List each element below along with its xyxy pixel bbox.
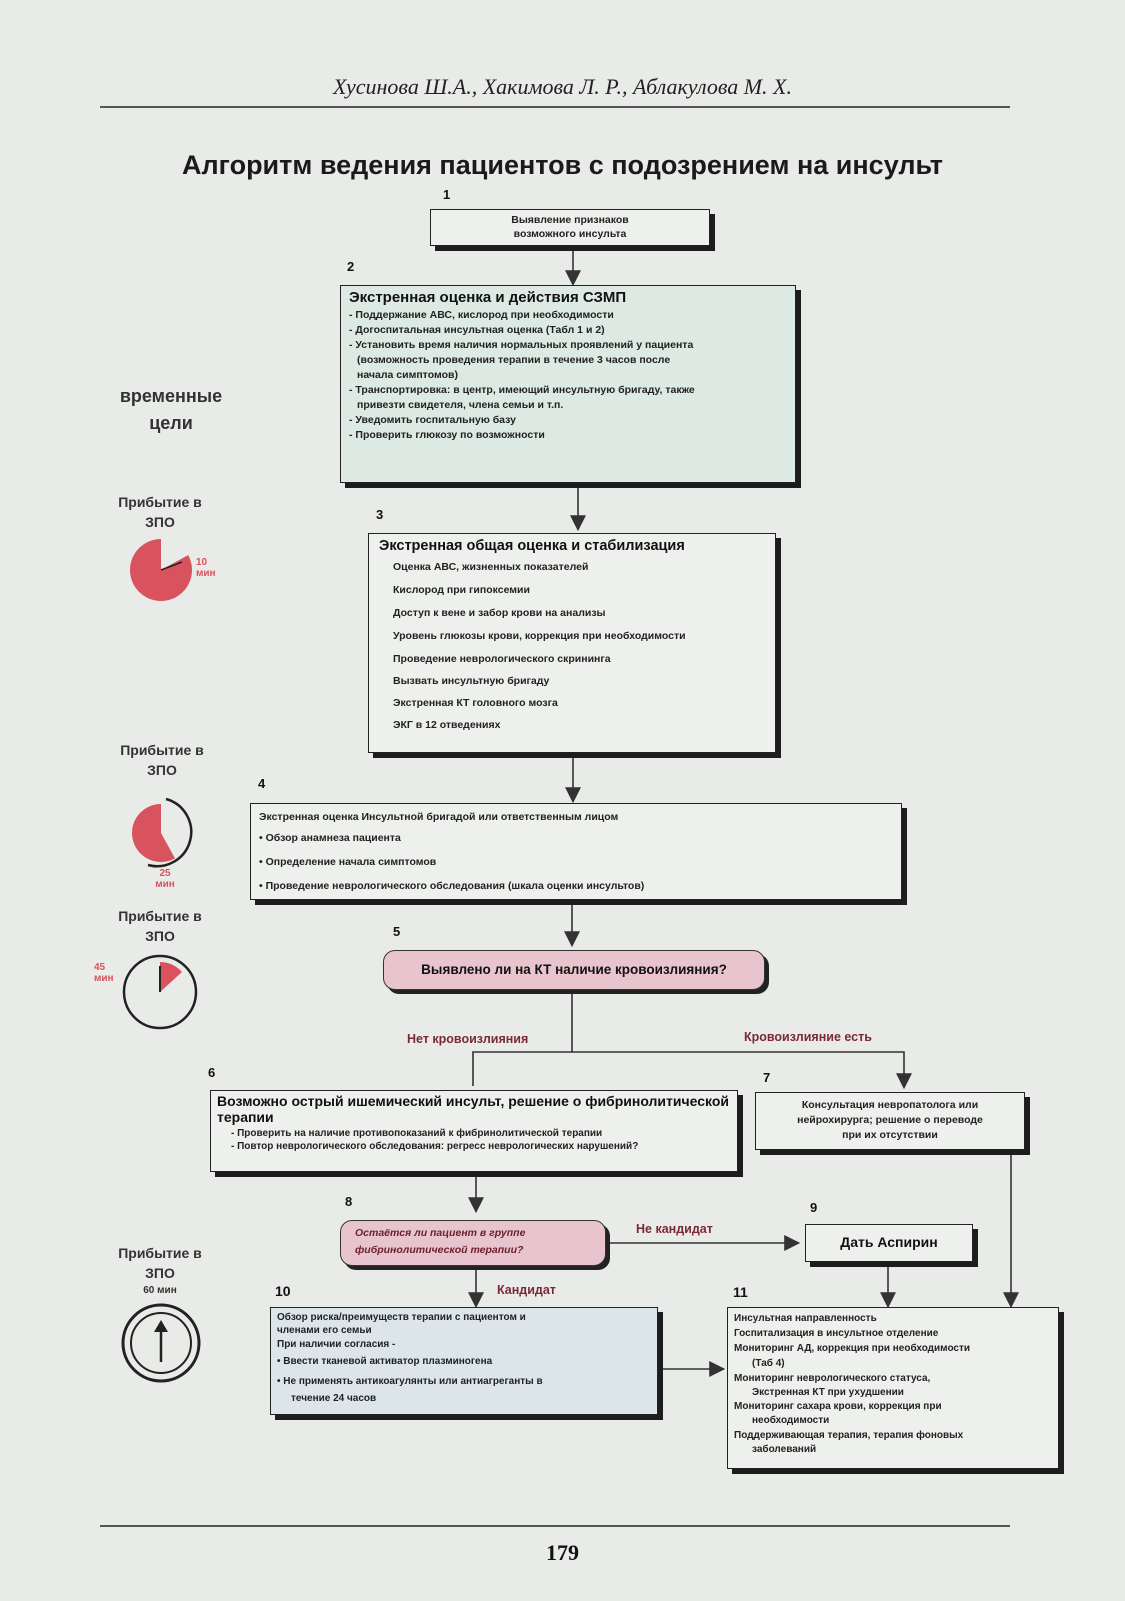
node-10-item: При наличии согласия - xyxy=(277,1339,396,1350)
node-8-line: Остаётся ли пациент в группе xyxy=(355,1227,526,1239)
node-4-item: • Определение начала симптомов xyxy=(259,856,437,868)
node-4-title: Экстренная оценка Инсультной бригадой ил… xyxy=(259,811,619,823)
node-4-number: 4 xyxy=(258,776,266,791)
branch-yes-label: Кровоизлияние есть xyxy=(744,1030,872,1044)
node-11-item: (Таб 4) xyxy=(752,1358,785,1369)
node-2-box: Экстренная оценка и действия СЗМП - Подд… xyxy=(340,285,796,483)
node-4-box: Экстренная оценка Инсультной бригадой ил… xyxy=(250,803,902,900)
node-11-box: Инсультная направленность Госпитализация… xyxy=(727,1307,1059,1469)
node-3-item: ЭКГ в 12 отведениях xyxy=(393,719,501,731)
node-10-item: Обзор риска/преимуществ терапии с пациен… xyxy=(277,1312,526,1323)
node-8-line: фибринолитической терапии? xyxy=(355,1244,524,1256)
node-3-item: Оценка АВС, жизненных показателей xyxy=(393,561,589,573)
node-8-decision: Остаётся ли пациент в группе фибринолити… xyxy=(340,1220,606,1266)
timer-2-label: Прибытие в ЗПО xyxy=(120,742,204,778)
timer-3-label: Прибытие в ЗПО xyxy=(118,908,202,944)
node-1-box: Выявление признаков возможного инсульта xyxy=(430,209,710,246)
branch-right xyxy=(572,1051,912,1090)
node-5-decision: Выявлено ли на КТ наличие кровоизлияния? xyxy=(383,950,765,990)
footer-rule xyxy=(100,1525,1010,1527)
node-6-number: 6 xyxy=(208,1065,216,1080)
node-7-number: 7 xyxy=(763,1070,771,1085)
timer-1-label: Прибытие в ЗПО xyxy=(118,494,202,530)
node-2-item: привезти свидетеля, члена семьи и т.п. xyxy=(357,399,564,411)
branch-split xyxy=(472,991,573,1086)
node-1-number: 1 xyxy=(443,187,451,202)
node-3-item: Доступ к вене и забор крови на анализы xyxy=(393,607,606,619)
node-10-item: • Ввести тканевой активатор плазминогена xyxy=(277,1356,493,1367)
node-2-item: - Уведомить госпитальную базу xyxy=(349,414,516,426)
header-rule xyxy=(100,106,1010,108)
node-10-item: • Не применять антикоагулянты или антиаг… xyxy=(277,1376,543,1387)
node-7-box: Консультация невропатолога или нейрохиру… xyxy=(755,1092,1025,1150)
node-3-item: Экстренная КТ головного мозга xyxy=(393,697,558,709)
node-3-item: Проведение неврологического скрининга xyxy=(393,653,611,665)
node-7-line: при их отсутствии xyxy=(842,1129,938,1141)
node-2-item: - Транспортировка: в центр, имеющий инсу… xyxy=(349,384,695,396)
node-11-item: заболеваний xyxy=(752,1444,817,1455)
timer-1-icon xyxy=(126,535,196,605)
node-11-item: Мониторинг сахара крови, коррекция при xyxy=(734,1401,942,1412)
node-11-item: Поддерживающая терапия, терапия фоновых xyxy=(734,1430,964,1441)
node-8-number: 8 xyxy=(345,1194,353,1209)
node-11-item: Мониторинг АД, коррекция при необходимос… xyxy=(734,1343,971,1354)
node-6-item: - Повтор неврологического обследования: … xyxy=(231,1141,639,1152)
timer-3-icon xyxy=(120,952,202,1034)
node-7-line: Консультация невропатолога или xyxy=(801,1099,979,1111)
timer-3-time: 45 мин xyxy=(94,962,114,984)
node-2-item: - Установить время наличия нормальных пр… xyxy=(349,339,694,351)
candidate-label: Кандидат xyxy=(497,1283,556,1297)
node-3-item: Кислород при гипоксемии xyxy=(393,584,530,596)
page-header: Хусинова Ш.А., Хакимова Л. Р., Аблакулов… xyxy=(332,74,792,99)
timer-4-label: Прибытие в ЗПО xyxy=(118,1245,202,1281)
node-10-number: 10 xyxy=(275,1283,291,1299)
node-3-title: Экстренная общая оценка и стабилизация xyxy=(379,538,685,554)
node-6-title: Возможно острый ишемический инсульт, реш… xyxy=(217,1093,729,1125)
node-2-item: - Поддержание АВС, кислород при необходи… xyxy=(349,309,614,321)
node-9-text: Дать Аспирин xyxy=(840,1234,938,1250)
not-candidate-label: Не кандидат xyxy=(636,1222,713,1236)
branch-no-label: Нет кровоизлияния xyxy=(407,1032,529,1046)
node-10-box: Обзор риска/преимуществ терапии с пациен… xyxy=(270,1307,658,1415)
node-6-item: - Проверить на наличие противопоказаний … xyxy=(231,1128,603,1139)
time-goals-title: временные цели xyxy=(119,386,223,433)
node-11-item: необходимости xyxy=(752,1415,830,1426)
node-3-box: Экстренная общая оценка и стабилизация О… xyxy=(368,533,776,753)
node-3-item: Уровень глюкозы крови, коррекция при нео… xyxy=(393,630,686,642)
node-11-number: 11 xyxy=(733,1284,748,1300)
node-2-item: - Проверить глюкозу по возможности xyxy=(349,429,545,441)
timer-4-icon xyxy=(118,1300,204,1386)
node-4-item: • Проведение неврологического обследован… xyxy=(259,880,645,892)
page-title: Алгоритм ведения пациентов с подозрением… xyxy=(182,150,943,180)
node-2-item: - Догоспитальная инсультная оценка (Табл… xyxy=(349,324,605,336)
node-1-line: возможного инсульта xyxy=(513,228,627,240)
node-10-item: течение 24 часов xyxy=(291,1393,377,1404)
timer-2-icon xyxy=(126,795,202,871)
node-2-item: (возможность проведения терапии в течени… xyxy=(357,354,671,366)
node-11-item: Инсультная направленность xyxy=(734,1313,877,1324)
node-6-box: Возможно острый ишемический инсульт, реш… xyxy=(210,1090,738,1172)
node-10-item: членами его семьи xyxy=(277,1325,372,1336)
timer-1-time: 10 мин xyxy=(196,557,216,579)
node-2-title: Экстренная оценка и действия СЗМП xyxy=(349,289,627,306)
node-9-box: Дать Аспирин xyxy=(805,1224,973,1262)
node-11-item: Экстренная КТ при ухудшении xyxy=(752,1387,904,1398)
timer-2-time: 25 мин xyxy=(155,868,175,890)
node-9-number: 9 xyxy=(810,1200,818,1215)
node-1-line: Выявление признаков xyxy=(511,214,629,226)
node-2-number: 2 xyxy=(347,259,355,274)
node-5-number: 5 xyxy=(393,924,401,939)
node-11-item: Мониторинг неврологического статуса, xyxy=(734,1373,931,1384)
node-5-text: Выявлено ли на КТ наличие кровоизлияния? xyxy=(421,962,727,977)
timer-4-time: 60 мин xyxy=(143,1285,177,1296)
page-number: 179 xyxy=(546,1540,579,1565)
node-3-number: 3 xyxy=(376,507,384,522)
node-3-item: Вызвать инсультную бригаду xyxy=(393,675,550,687)
node-4-item: • Обзор анамнеза пациента xyxy=(259,832,401,844)
node-7-line: нейрохирурга; решение о переводе xyxy=(797,1114,983,1126)
node-2-item: начала симптомов) xyxy=(357,369,458,381)
node-11-item: Госпитализация в инсультное отделение xyxy=(734,1328,939,1339)
